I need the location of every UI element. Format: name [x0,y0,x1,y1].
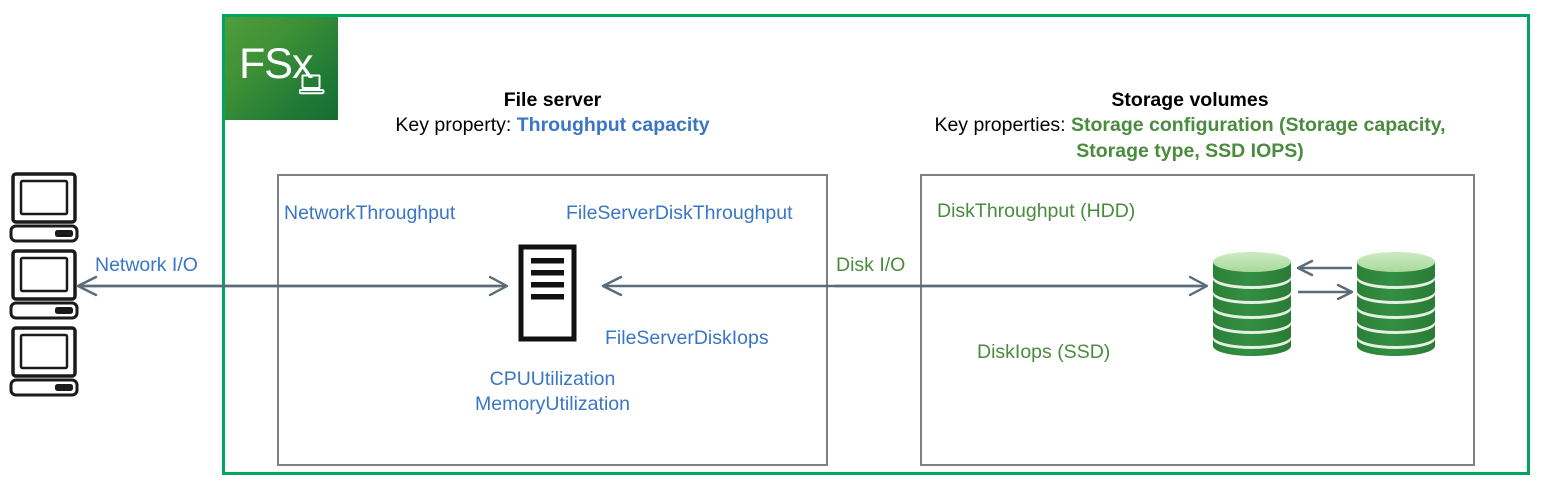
metric-disk-throughput-hdd: DiskThroughput (HDD) [937,200,1136,222]
file-server-key-value: Throughput capacity [516,114,710,137]
metric-network-throughput: NetworkThroughput [284,202,456,224]
desktop-computer-icon [9,172,79,243]
storage-volumes-key-prefix: Key properties: [934,114,1072,137]
storage-volumes-heading: Storage volumes Key properties: Storage … [930,88,1450,164]
laptop-icon [299,74,325,95]
desktop-computer-icon [9,326,79,397]
metric-cpu-utilization: CPUUtilization [489,368,616,390]
desktop-computer-icon [9,249,79,320]
fsx-logo-text: FSx [239,40,313,88]
metric-fileserver-disk-throughput: FileServerDiskThroughput [566,202,793,224]
metric-disk-iops-ssd: DiskIops (SSD) [977,341,1111,363]
storage-volumes-key-value: Storage configuration (Storage capacity,… [1071,114,1446,162]
disk-io-label: Disk I/O [836,254,906,276]
fsx-service-boundary [222,14,1530,475]
file-server-box [277,174,828,466]
file-server-title: File server [503,89,602,111]
metric-utilization-group: CPUUtilization MemoryUtilization [430,367,675,417]
storage-volumes-box [920,174,1475,466]
metric-fileserver-disk-iops: FileServerDiskIops [605,327,769,349]
file-server-heading: File server Key property: Throughput cap… [330,88,775,139]
storage-volumes-title: Storage volumes [1111,89,1269,111]
file-server-key-prefix: Key property: [395,114,517,137]
metric-memory-utilization: MemoryUtilization [475,392,630,415]
network-io-label: Network I/O [95,254,198,276]
fsx-logo: FSx [225,17,338,120]
